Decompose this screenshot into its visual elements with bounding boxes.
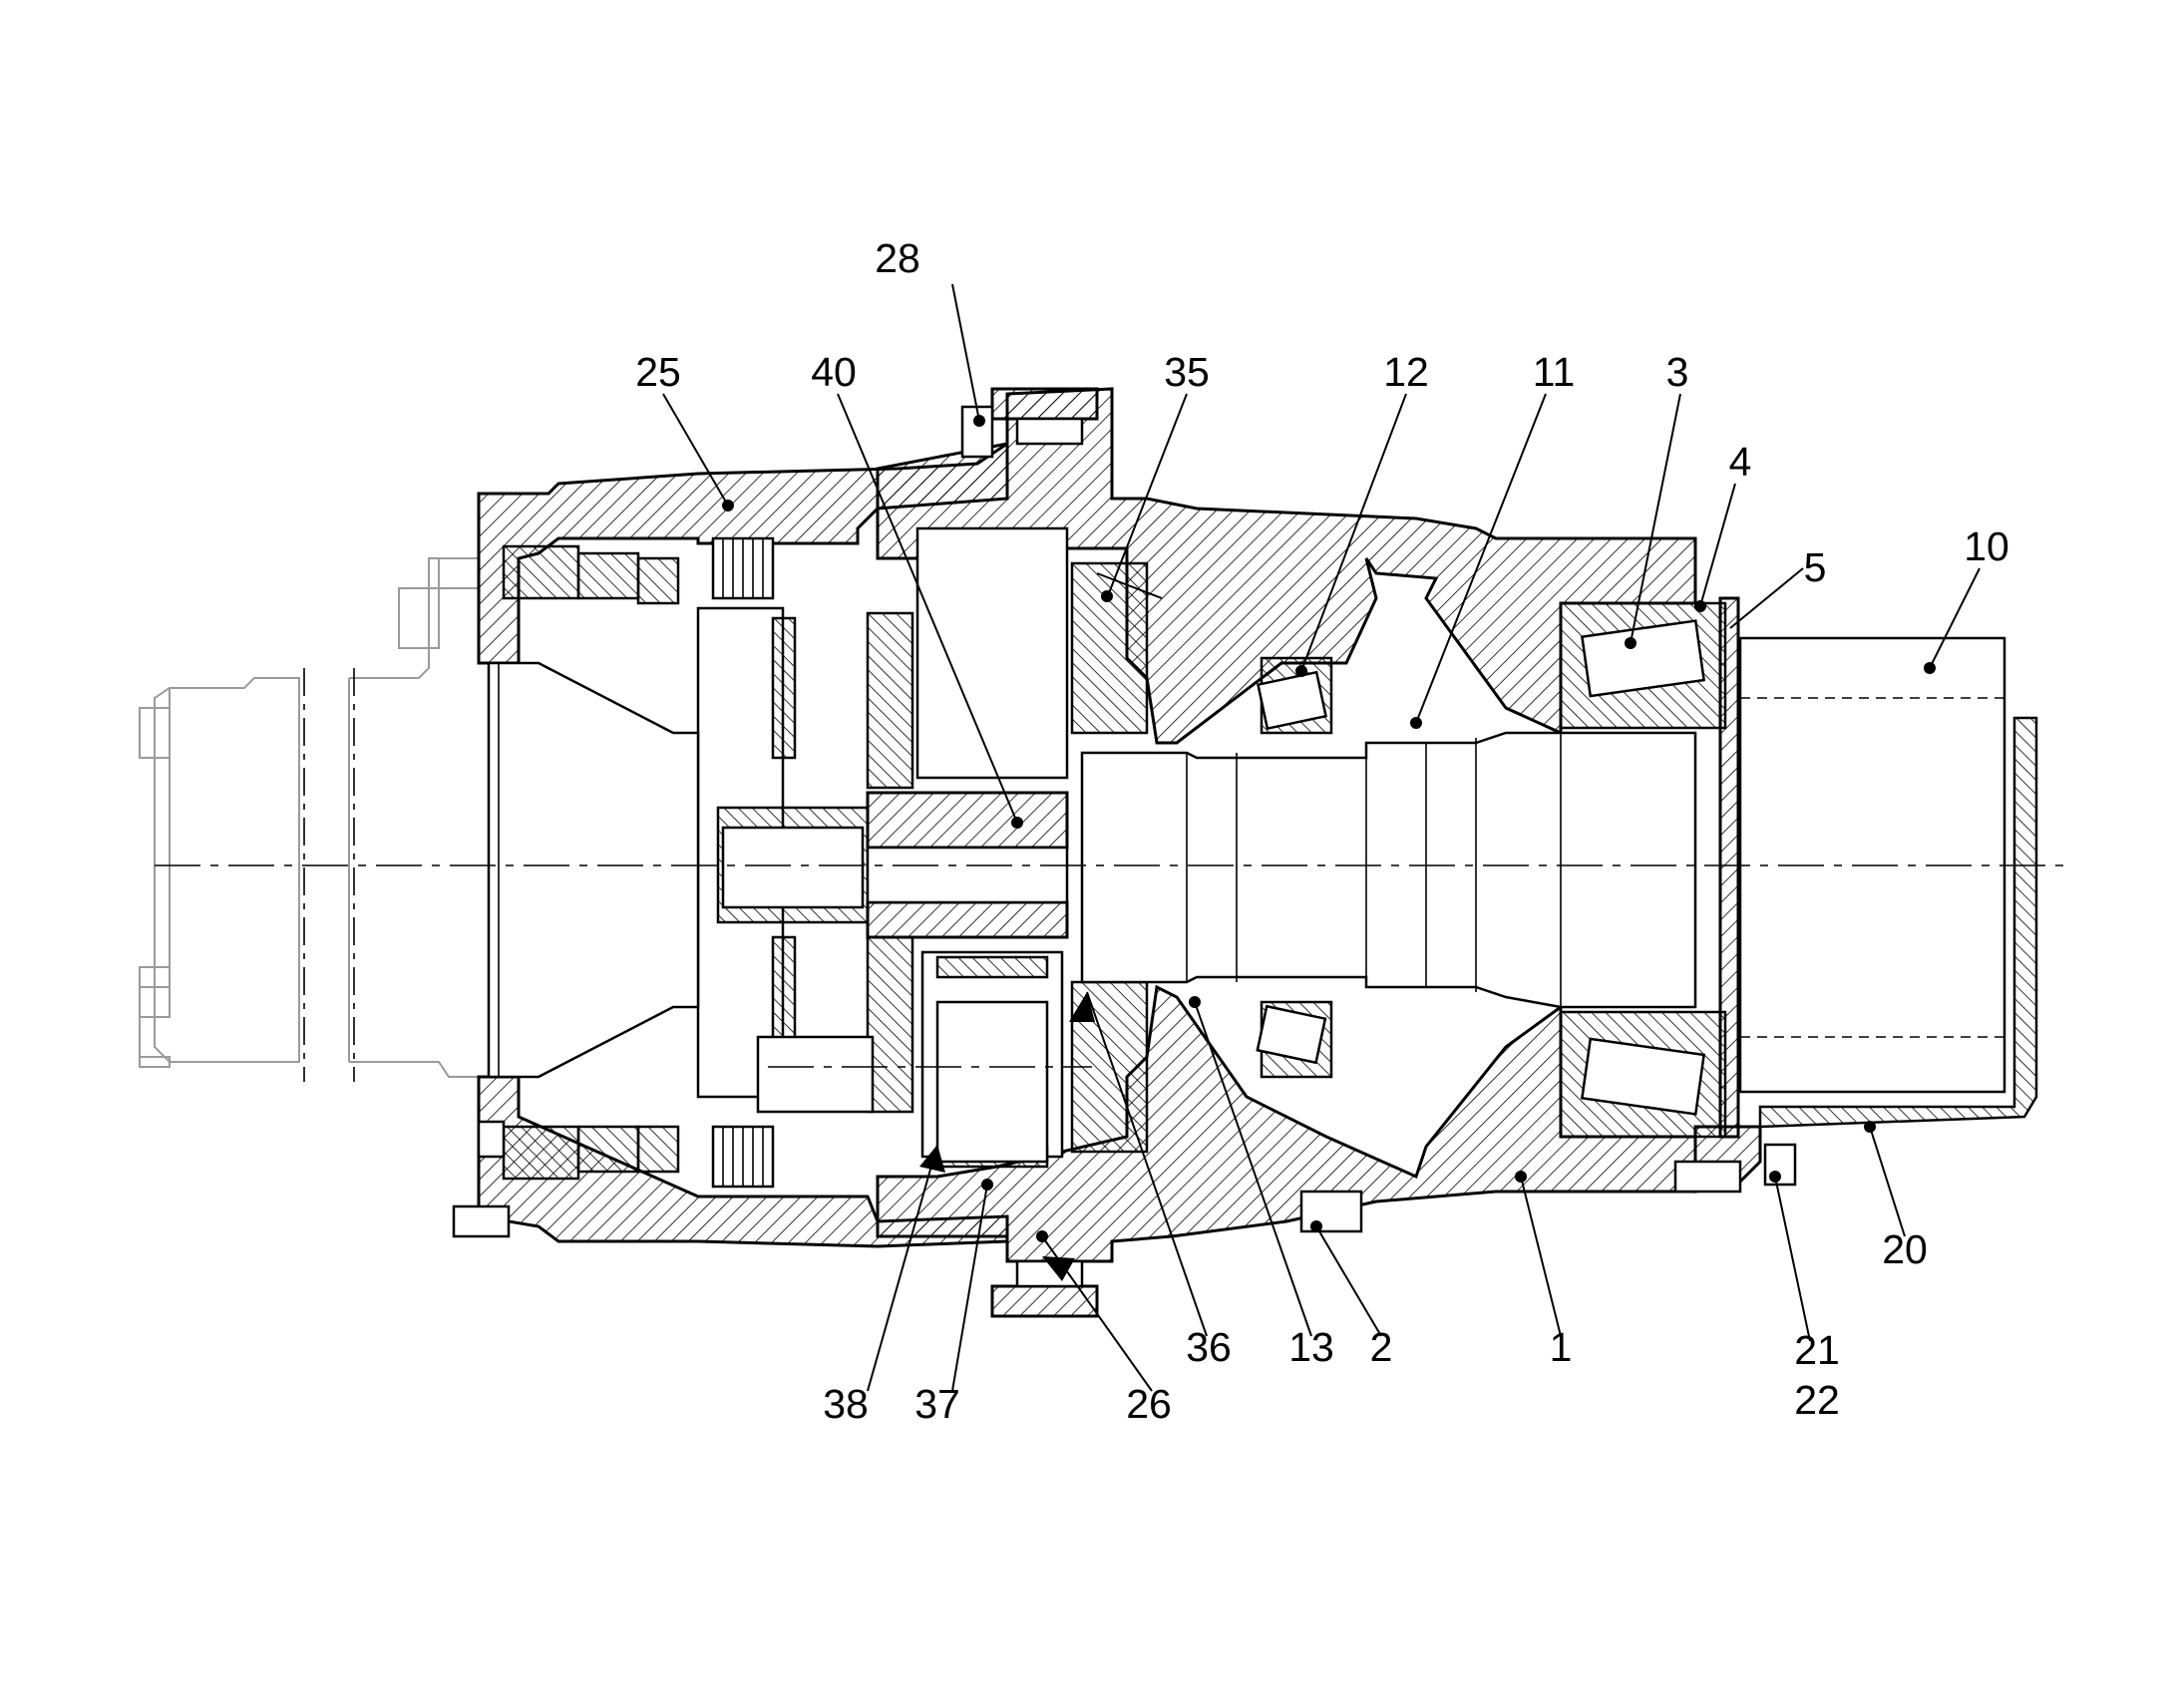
bolt-left [452,1204,511,1238]
callout-2: 2 [1370,1324,1393,1370]
tapered-bearing-inner [1256,656,1333,1079]
callout-21: 21 [1794,1327,1840,1373]
callout-40: 40 [811,349,857,395]
output-shaft [1080,731,1697,1009]
brake-housing [477,441,1009,1248]
callout-1: 1 [1550,1324,1573,1370]
callout-22: 22 [1794,1377,1840,1423]
retaining-ring [1718,596,1740,1139]
callout-labels: 28 25 40 35 12 11 3 4 5 10 20 21 22 1 2 … [635,235,2009,1427]
callout-20: 20 [1882,1226,1928,1272]
callout-3: 3 [1666,349,1689,395]
leader-lines [662,283,1981,1392]
brake-disc-pack-top [711,536,775,600]
callout-36: 36 [1186,1324,1232,1370]
callout-38: 38 [823,1381,869,1427]
callout-35: 35 [1164,349,1210,395]
callout-37: 37 [914,1381,960,1427]
plug-2 [1299,1190,1363,1233]
screw-left [477,1120,506,1159]
gear-housing-upper [876,387,1697,745]
callout-10: 10 [1964,523,2009,569]
callout-26: 26 [1126,1381,1172,1427]
callout-5: 5 [1804,544,1827,590]
hydraulic-motor-outline [139,557,480,1078]
sun-shaft [716,791,1069,1114]
bolt-21 [1673,1160,1742,1194]
callout-4: 4 [1729,439,1752,485]
callout-25: 25 [635,349,681,395]
callout-12: 12 [1383,349,1429,395]
callout-13: 13 [1288,1324,1334,1370]
tapered-bearing-outer [1559,601,1727,1139]
planet-carrier [866,526,1069,1169]
callout-11: 11 [1533,349,1576,395]
leader-arrows [919,992,1095,1281]
leader-dots [722,415,1936,1242]
callout-28: 28 [875,235,920,281]
brake-disc-pack-bottom [711,1125,775,1189]
